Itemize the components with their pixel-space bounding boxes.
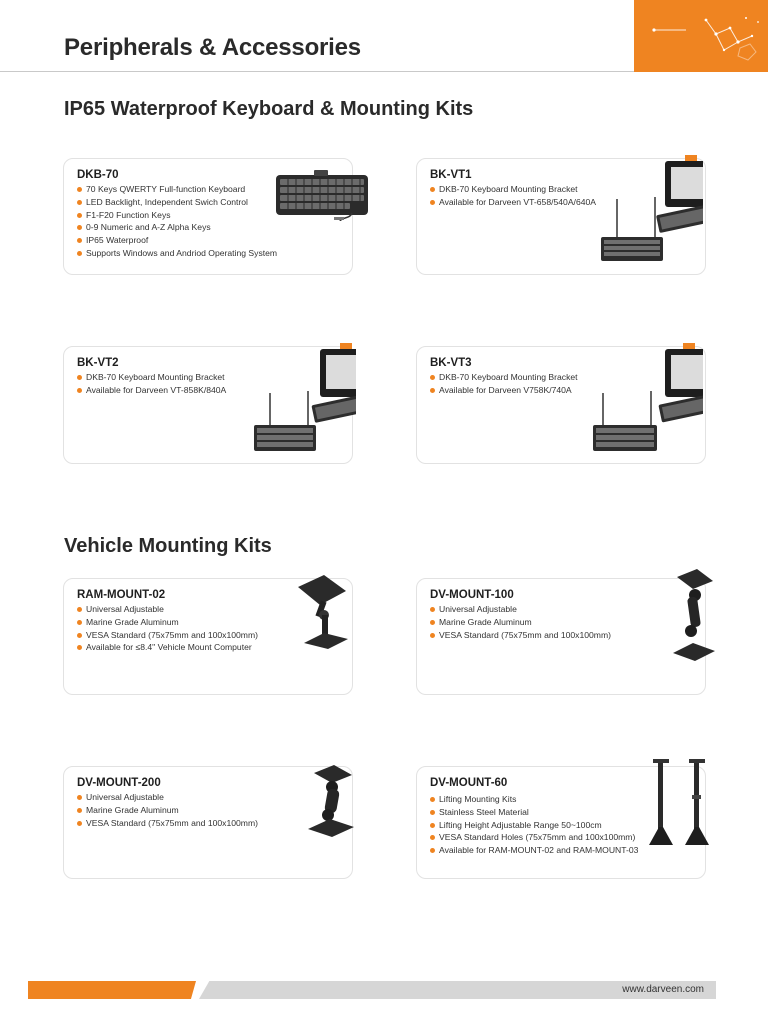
feature-item: Available for Darveen VT-858K/840A (77, 384, 226, 397)
feature-item: F1-F20 Function Keys (77, 209, 277, 222)
product-card-dvmount200: DV-MOUNT-200 Universal Adjustable Marine… (63, 765, 354, 879)
feature-item: Stainless Steel Material (430, 806, 638, 819)
feature-item: Universal Adjustable (77, 791, 258, 804)
lifting-pole-icon (649, 759, 709, 845)
feature-list: DKB-70 Keyboard Mounting Bracket Availab… (77, 371, 226, 397)
header-corner-graphic (634, 0, 768, 72)
feature-item: Supports Windows and Andriod Operating S… (77, 247, 277, 260)
product-name: DV-MOUNT-60 (430, 777, 508, 789)
product-card-dkb70: DKB-70 70 Keys QWERTY Full-function Keyb… (63, 158, 368, 275)
feature-item: VESA Standard (75x75mm and 100x100mm) (77, 817, 258, 830)
feature-item: Universal Adjustable (77, 603, 258, 616)
product-card-bkvt1: BK-VT1 DKB-70 Keyboard Mounting Bracket … (416, 155, 706, 275)
product-name: DKB-70 (77, 169, 119, 181)
feature-list: Lifting Mounting Kits Stainless Steel Ma… (430, 793, 638, 857)
feature-item: Marine Grade Aluminum (77, 804, 258, 817)
footer-bar (199, 981, 716, 999)
product-card-rammount02: RAM-MOUNT-02 Universal Adjustable Marine… (63, 575, 353, 695)
feature-item: Marine Grade Aluminum (77, 616, 258, 629)
feature-list: 70 Keys QWERTY Full-function Keyboard LE… (77, 183, 277, 260)
product-name: BK-VT3 (430, 357, 472, 369)
feature-item: Lifting Mounting Kits (430, 793, 638, 806)
ball-mount-icon (673, 569, 715, 661)
feature-item: LED Backlight, Independent Swich Control (77, 196, 277, 209)
footer-url[interactable]: www.darveen.com (622, 984, 704, 995)
section-title-vehicle: Vehicle Mounting Kits (64, 535, 272, 557)
feature-item: VESA Standard Holes (75x75mm and 100x100… (430, 831, 638, 844)
keyboard-bracket-icon (601, 155, 703, 261)
feature-item: DKB-70 Keyboard Mounting Bracket (430, 371, 578, 384)
product-name: DV-MOUNT-200 (77, 777, 161, 789)
feature-item: Universal Adjustable (430, 603, 611, 616)
page-title: Peripherals & Accessories (64, 34, 361, 61)
title-rule (0, 71, 634, 72)
feature-item: 0-9 Numeric and A-Z Alpha Keys (77, 221, 277, 234)
feature-item: DKB-70 Keyboard Mounting Bracket (77, 371, 226, 384)
product-name: DV-MOUNT-100 (430, 589, 514, 601)
keyboard-icon (276, 170, 368, 221)
feature-list: Universal Adjustable Marine Grade Alumin… (77, 791, 258, 829)
feature-item: Lifting Height Adjustable Range 50~100cm (430, 819, 638, 832)
feature-item: Available for ≤8.4" Vehicle Mount Comput… (77, 641, 258, 654)
ball-mount-icon (308, 765, 354, 837)
feature-item: VESA Standard (75x75mm and 100x100mm) (77, 629, 258, 642)
feature-list: DKB-70 Keyboard Mounting Bracket Availab… (430, 183, 596, 209)
product-name: BK-VT1 (430, 169, 472, 181)
vesa-mount-icon (298, 575, 348, 649)
feature-list: DKB-70 Keyboard Mounting Bracket Availab… (430, 371, 578, 397)
keyboard-bracket-icon (254, 343, 356, 451)
feature-item: Marine Grade Aluminum (430, 616, 611, 629)
feature-item: Available for Darveen V758K/740A (430, 384, 578, 397)
feature-item: VESA Standard (75x75mm and 100x100mm) (430, 629, 611, 642)
feature-item: Available for RAM-MOUNT-02 and RAM-MOUNT… (430, 844, 638, 857)
footer-accent-bar (28, 981, 196, 999)
product-card-bkvt2: BK-VT2 DKB-70 Keyboard Mounting Bracket … (63, 343, 356, 464)
feature-item: DKB-70 Keyboard Mounting Bracket (430, 183, 596, 196)
product-card-bkvt3: BK-VT3 DKB-70 Keyboard Mounting Bracket … (416, 343, 706, 464)
feature-list: Universal Adjustable Marine Grade Alumin… (430, 603, 611, 641)
product-card-dvmount100: DV-MOUNT-100 Universal Adjustable Marine… (416, 569, 715, 695)
feature-item: IP65 Waterproof (77, 234, 277, 247)
feature-item: 70 Keys QWERTY Full-function Keyboard (77, 183, 277, 196)
product-name: RAM-MOUNT-02 (77, 589, 166, 601)
product-name: BK-VT2 (77, 357, 119, 369)
section-title-keyboard: IP65 Waterproof Keyboard & Mounting Kits (64, 98, 474, 120)
feature-item: Available for Darveen VT-658/540A/640A (430, 196, 596, 209)
keyboard-bracket-icon (593, 343, 703, 451)
product-card-dvmount60: DV-MOUNT-60 Lifting Mounting Kits Stainl… (416, 759, 709, 879)
feature-list: Universal Adjustable Marine Grade Alumin… (77, 603, 258, 654)
